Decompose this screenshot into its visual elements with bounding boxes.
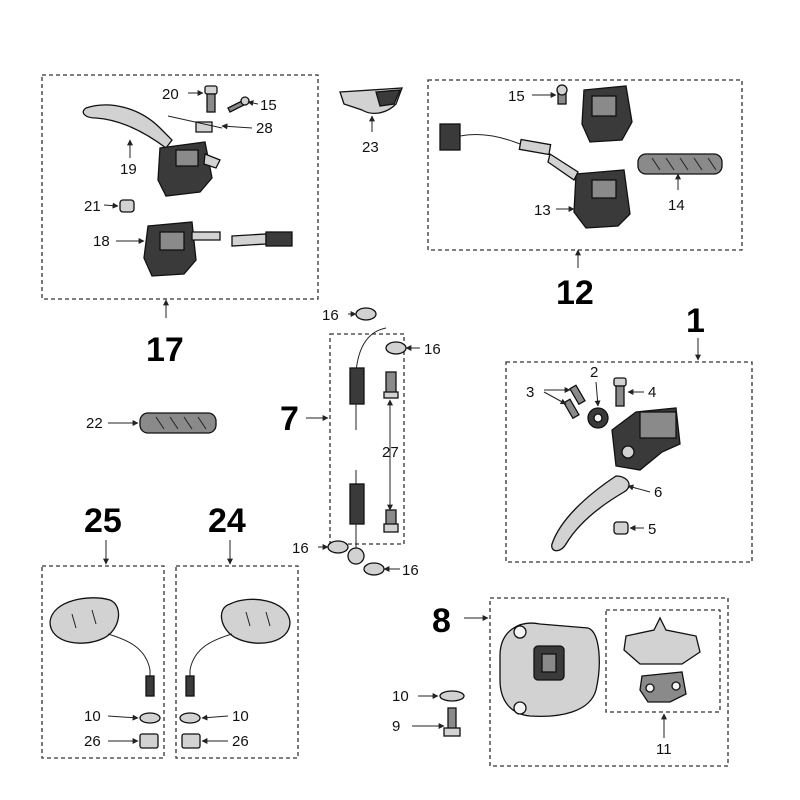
bolt-9: [443, 707, 461, 737]
cover-23: [339, 87, 403, 115]
callout-16-b: 16: [424, 341, 441, 358]
wire-harness: [439, 123, 552, 156]
switch-upper-housing: [581, 85, 633, 143]
callout-1: 1: [686, 302, 705, 340]
callout-21: 21: [84, 198, 101, 215]
pin-21: [119, 199, 135, 213]
brake-hose: [347, 404, 365, 565]
bolt-27-upper: [383, 371, 399, 399]
callout-4: 4: [648, 384, 656, 401]
group-8-box: [489, 597, 729, 767]
grip-14: [637, 153, 723, 175]
callout-16-d: 16: [402, 562, 419, 579]
washer-10-left: [139, 712, 161, 724]
banjo-upper: [349, 327, 387, 405]
callout-13: 13: [534, 202, 551, 219]
switch-wire-connector: [231, 231, 293, 247]
callout-25: 25: [84, 502, 122, 540]
mirror-24: [185, 598, 291, 697]
screw-15-left: [227, 96, 250, 113]
callout-11: 11: [656, 741, 672, 758]
callout-28: 28: [256, 120, 273, 137]
group-1-box: [505, 361, 753, 563]
callout-14: 14: [668, 197, 685, 214]
mirror-25: [49, 597, 155, 697]
pin-5: [613, 521, 629, 535]
group-7-box: [329, 333, 405, 545]
washers-16: [327, 307, 407, 576]
bolt-4: [613, 377, 627, 407]
callout-6: 6: [654, 484, 662, 501]
callout-22: 22: [86, 415, 103, 432]
switch-housing-13: [547, 152, 631, 229]
callout-7: 7: [280, 400, 299, 438]
callout-15-left: 15: [260, 97, 277, 114]
callout-8: 8: [432, 602, 451, 640]
grip-22: [139, 412, 217, 434]
group-24-box: [175, 565, 299, 759]
nut-26-left: [139, 733, 159, 749]
nut-26-right: [181, 733, 201, 749]
callout-20: 20: [162, 86, 179, 103]
washer-10-caliper: [439, 690, 465, 702]
callout-27: 27: [382, 444, 399, 461]
master-cylinder: [611, 407, 681, 471]
bolt-27-lower: [383, 509, 399, 533]
screws-3: [563, 384, 586, 420]
callout-26-right: 26: [232, 733, 249, 750]
group-25-box: [41, 565, 165, 759]
callout-9: 9: [392, 718, 400, 735]
lever-6: [551, 475, 630, 552]
callout-12: 12: [556, 274, 594, 312]
screw-15-right: [556, 84, 568, 105]
callout-26-left: 26: [84, 733, 101, 750]
callout-3: 3: [526, 384, 534, 401]
callout-2: 2: [590, 364, 598, 381]
callout-16-c: 16: [292, 540, 309, 557]
callout-24: 24: [208, 502, 246, 540]
callout-10-left: 10: [84, 708, 101, 725]
group-12-box: [427, 79, 743, 251]
brake-lever-19: [82, 104, 173, 149]
washer-10-right: [179, 712, 201, 724]
callout-17: 17: [146, 331, 184, 369]
callout-19: 19: [120, 161, 137, 178]
spring-28: [167, 115, 223, 133]
caliper: [499, 622, 600, 718]
group-11-box: [605, 609, 721, 713]
callout-5: 5: [648, 521, 656, 538]
callout-16-a: 16: [322, 307, 339, 324]
bolt-20: [204, 85, 218, 113]
switch-housing-upper: [157, 141, 221, 197]
clamp-2: [587, 407, 609, 429]
brake-pads-11: [623, 616, 701, 703]
callout-18: 18: [93, 233, 110, 250]
callout-10-right: 10: [232, 708, 249, 725]
group-17-box: [41, 74, 319, 300]
callout-10-caliper: 10: [392, 688, 409, 705]
switch-housing-18: [143, 221, 221, 277]
callout-15-right: 15: [508, 88, 525, 105]
callout-23: 23: [362, 139, 379, 156]
